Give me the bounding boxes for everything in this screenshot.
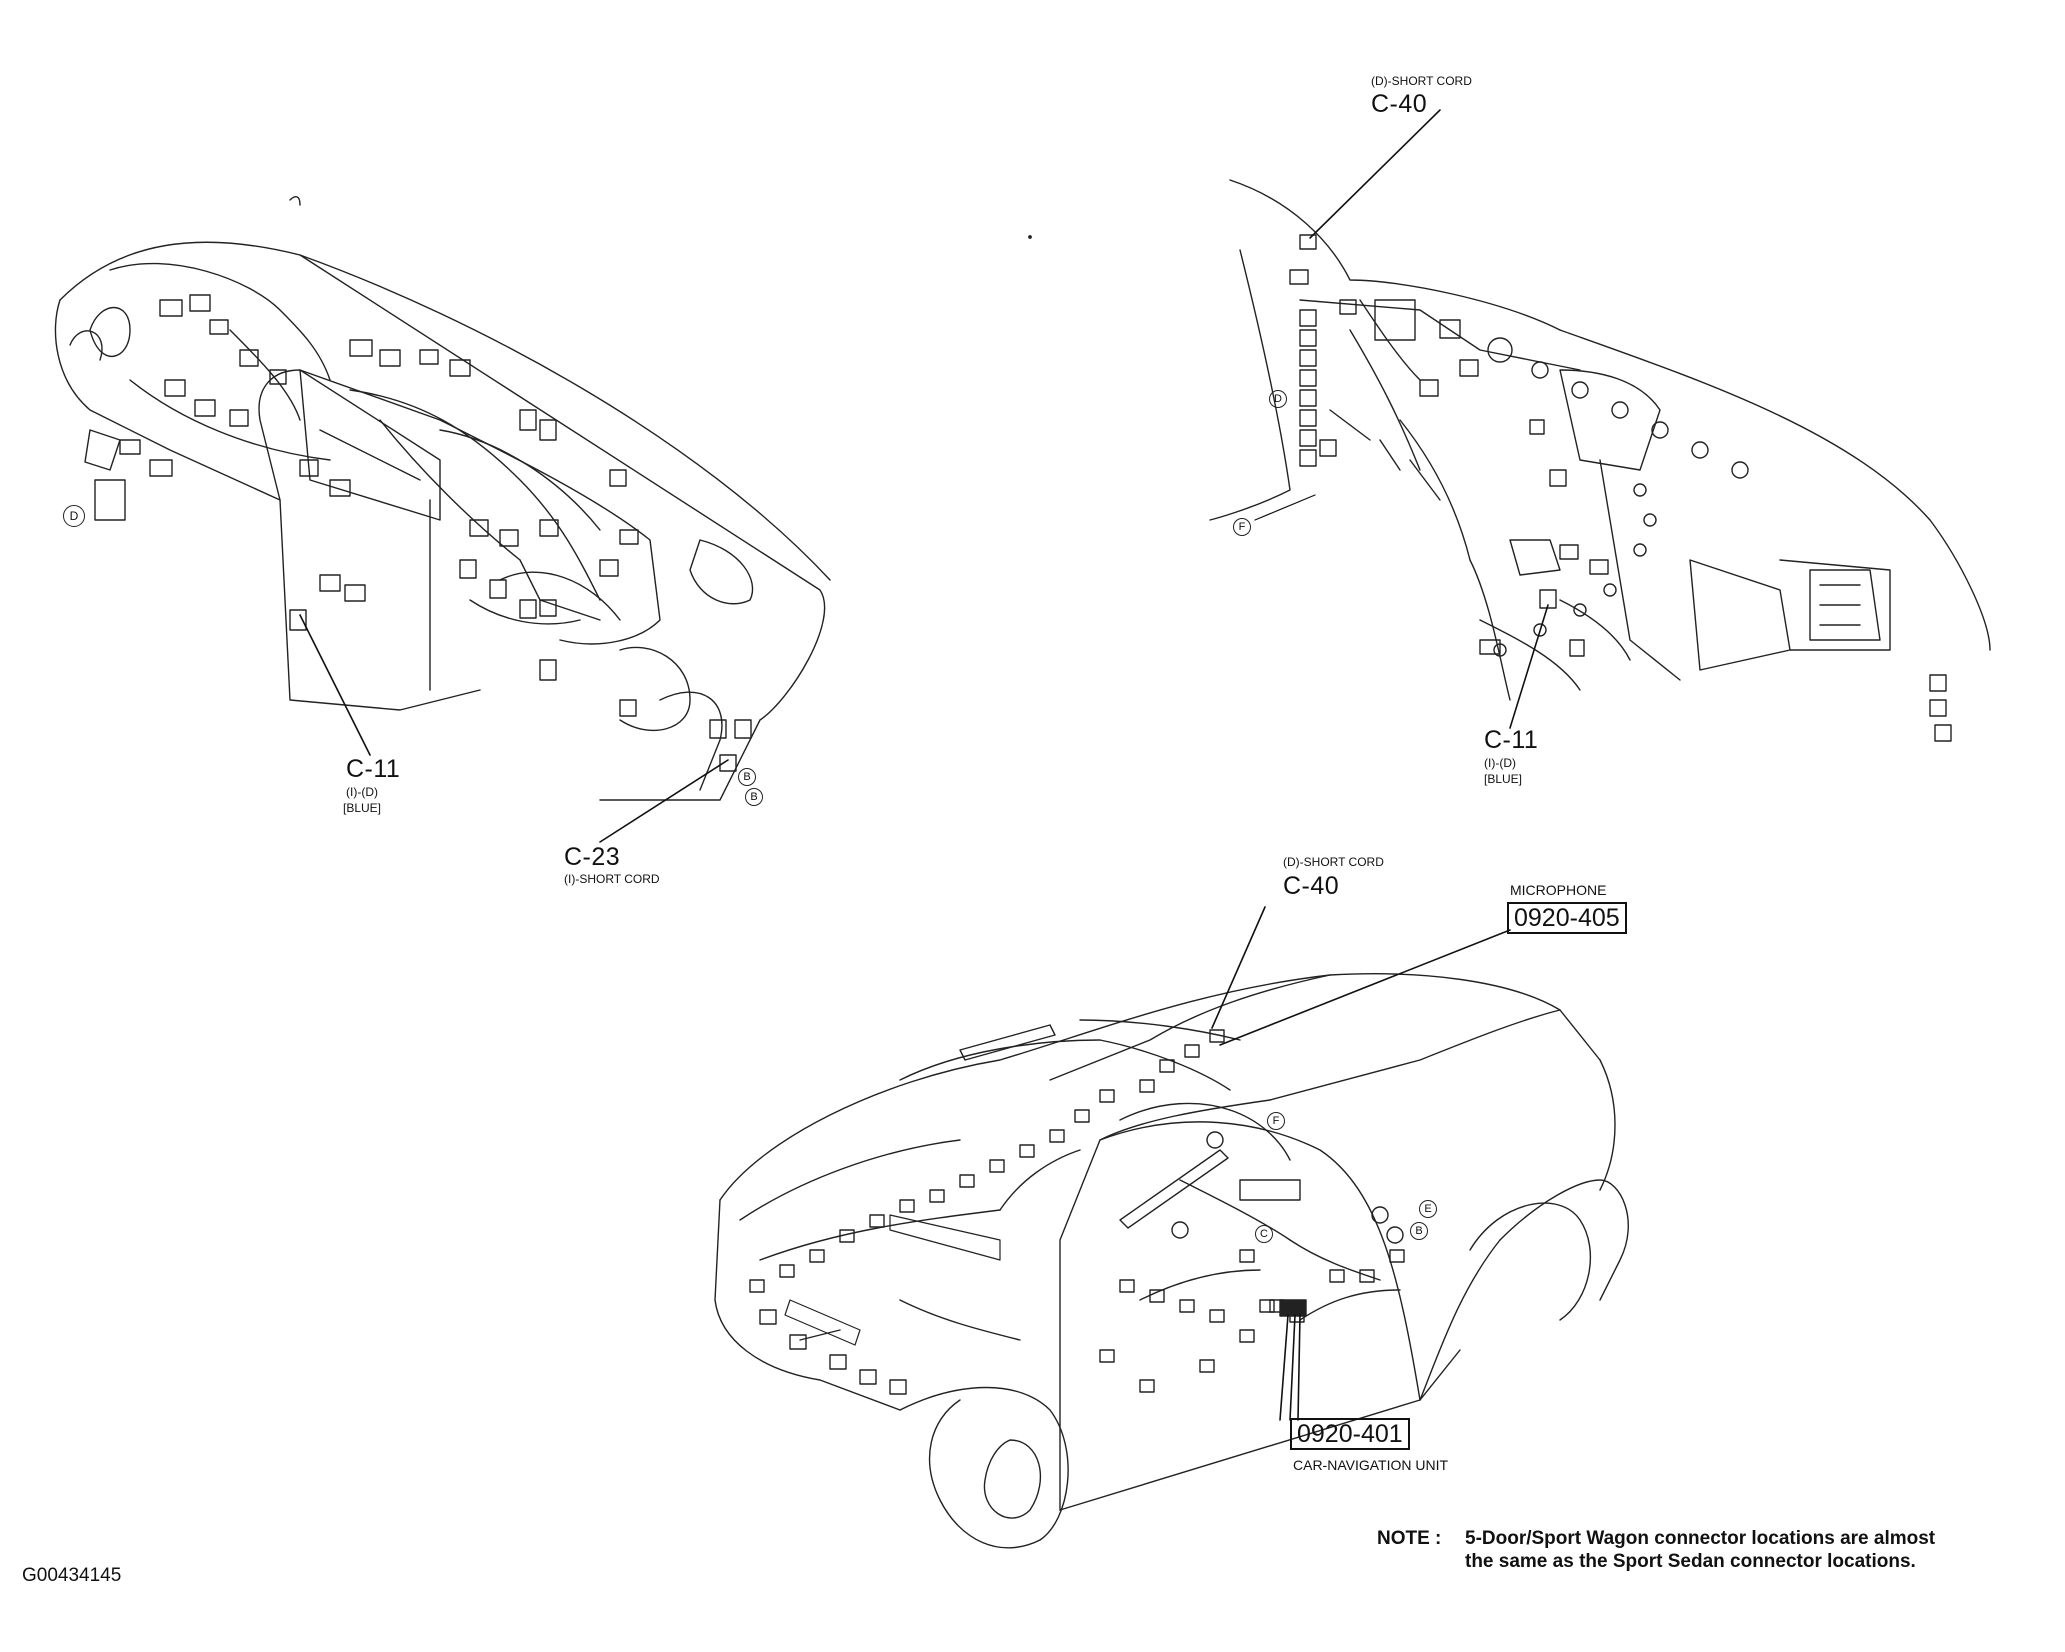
marker-e-car: E bbox=[1419, 1200, 1437, 1218]
callout-c40-car-code: C-40 bbox=[1283, 872, 1340, 900]
callout-c40-car-caption: (D)-SHORT CORD bbox=[1283, 855, 1384, 869]
callout-c23-line1: (I)-SHORT CORD bbox=[564, 872, 660, 886]
callout-c11-rhd-code: C-11 bbox=[1484, 726, 1539, 754]
note-line-2: the same as the Sport Sedan connector lo… bbox=[1465, 1551, 1916, 1572]
marker-b-car: B bbox=[1410, 1222, 1428, 1240]
callout-microphone-caption: MICROPHONE bbox=[1510, 882, 1607, 898]
callout-c23-code: C-23 bbox=[564, 843, 621, 871]
figure-id: G00434145 bbox=[22, 1565, 122, 1586]
callout-c40-rhd-caption: (D)-SHORT CORD bbox=[1371, 74, 1472, 88]
callout-c40-rhd-code: C-40 bbox=[1371, 90, 1428, 118]
callout-c11-lhd-code: C-11 bbox=[346, 755, 401, 783]
callout-c11-rhd-line2: [BLUE] bbox=[1484, 772, 1523, 786]
car-body-illustration bbox=[714, 973, 1629, 1549]
marker-c-car: C bbox=[1255, 1225, 1273, 1243]
callout-microphone-code: 0920-405 bbox=[1507, 902, 1627, 934]
marker-b2-dashboard-lhd: B bbox=[745, 788, 763, 806]
callout-c11-rhd-line1: (I)-(D) bbox=[1484, 756, 1516, 770]
callout-car-nav-code: 0920-401 bbox=[1290, 1418, 1410, 1450]
callout-c11-lhd-line2: [BLUE] bbox=[343, 801, 382, 815]
marker-d-dashboard-rhd: D bbox=[1269, 390, 1287, 408]
note-line-1: 5-Door/Sport Wagon connector locations a… bbox=[1465, 1528, 1936, 1549]
callout-car-nav-caption: CAR-NAVIGATION UNIT bbox=[1293, 1457, 1449, 1473]
marker-f-dashboard-rhd: F bbox=[1233, 518, 1251, 536]
marker-f-car: F bbox=[1267, 1112, 1285, 1130]
dashboard-rhd-illustration bbox=[1209, 179, 1991, 742]
marker-b1-dashboard-lhd: B bbox=[738, 768, 756, 786]
marker-d-dashboard-lhd: D bbox=[63, 505, 85, 527]
dashboard-lhd-illustration bbox=[54, 196, 831, 801]
note-label: NOTE : bbox=[1377, 1528, 1442, 1549]
callout-c11-lhd-line1: (I)-(D) bbox=[346, 785, 378, 799]
